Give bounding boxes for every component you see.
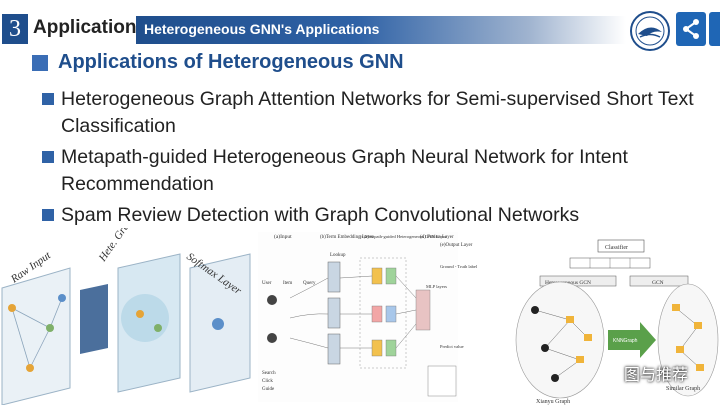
knn-graph-label: KNNGraph [613,338,638,344]
figure-strip: Raw Input Hete. Graph Conv. Softmax Laye… [1,228,719,405]
hete-graph-conv-label: Hete. Graph Conv. [96,228,154,265]
module-box [80,284,108,354]
graph-node [58,294,66,302]
guide-label: Guide [262,387,275,392]
bullet-text: Spam Review Detection with Graph Convolu… [61,204,580,226]
graph-node [8,304,16,312]
gcn-label: GCN [652,280,664,286]
raw-input-panel [1,267,71,405]
ground-truth-label: Ground - Truth label [440,264,478,269]
slide-title: Heterogeneous GNN's Applications [144,21,380,37]
lookup-label: Lookup [330,253,346,258]
section-number: 3 [2,14,28,44]
bullet-square-icon [42,209,54,221]
aggregation-block [371,305,383,323]
embedding-block [327,333,341,365]
content-heading: Applications of Heterogeneous GNN [58,51,404,73]
conv-highlight [121,294,169,342]
input-label: (a)Input [274,233,292,240]
bullet-item: Heterogeneous Graph Attention Networks f… [42,86,702,140]
bullet-item: Spam Review Detection with Graph Convolu… [42,202,702,229]
user-icon [267,295,277,305]
item-label: Item [283,281,292,286]
query-label: Query [303,281,316,286]
user-label: User [262,281,272,286]
aggregation-block [385,305,397,323]
hgat-figure: Raw Input Hete. Graph Conv. Softmax Laye… [1,228,251,405]
user-node [551,374,559,382]
predict-value-label: Predict value [440,344,464,349]
user-node [531,306,539,314]
aggregation-block [385,267,397,285]
wechat-icon [598,365,620,381]
review-node [672,304,680,311]
graph-node [212,318,224,330]
review-node [694,322,702,329]
aggregation-block [371,267,383,285]
watermark-text: 图与推荐 [624,367,689,384]
share-icon [683,19,699,39]
click-label: Click [262,379,273,384]
heading-square-icon [32,55,48,71]
knn-graph-arrow [608,322,656,358]
side-tab-button[interactable] [709,12,720,46]
meirec-figure: (a)Input (b)Term Embedding Layer (c)Meta… [258,232,478,402]
gas-figure: Classifier Heterogeneous GCN GCN Xianyu … [515,239,719,405]
graph-node [136,310,144,318]
xianyu-graph-label: Xianyu Graph [536,399,570,405]
share-button[interactable] [676,12,706,46]
similar-graph-label: Similar Graph [666,386,700,392]
graph-node [46,324,54,332]
bullet-item: Metapath-guided Heterogeneous Graph Neur… [42,144,702,198]
fusion-label: (d) Fusion Layer [420,235,454,240]
output-label: (e)Output Layer [440,243,473,248]
mlp-layers-label: MLP layers [426,284,447,289]
review-node [566,316,574,323]
embedding-block [327,261,341,293]
slide-title-band: Heterogeneous GNN's Applications [136,16,626,44]
graph-node [154,324,162,332]
user-node [541,344,549,352]
user-icon [267,333,277,343]
review-node [676,346,684,353]
metapath-label: (c)Metapath-guided Heterogeneous GNN Lay… [360,234,447,239]
search-label: Search [262,371,276,376]
graph-node [26,364,34,372]
bullet-list: Heterogeneous Graph Attention Networks f… [42,86,702,233]
bullet-text: Heterogeneous Graph Attention Networks f… [61,88,694,137]
hetero-gcn-box [539,275,617,287]
embedding-block [327,297,341,329]
fusion-block [415,289,431,331]
aggregation-block [385,339,397,357]
aggregation-block [371,339,383,357]
classifier-box [597,239,645,253]
bullet-square-icon [42,151,54,163]
gcn-box [629,275,689,287]
university-logo [630,11,670,51]
legend-box [427,365,457,397]
review-node [584,334,592,341]
classifier-label: Classifier [605,244,628,251]
metapath-box [359,257,407,369]
term-embedding-label: (b)Term Embedding Layer [320,235,374,240]
section-title: Application [33,17,137,38]
bullet-text: Metapath-guided Heterogeneous Graph Neur… [61,146,628,195]
bullet-square-icon [42,93,54,105]
review-node [576,356,584,363]
review-node [696,364,704,371]
